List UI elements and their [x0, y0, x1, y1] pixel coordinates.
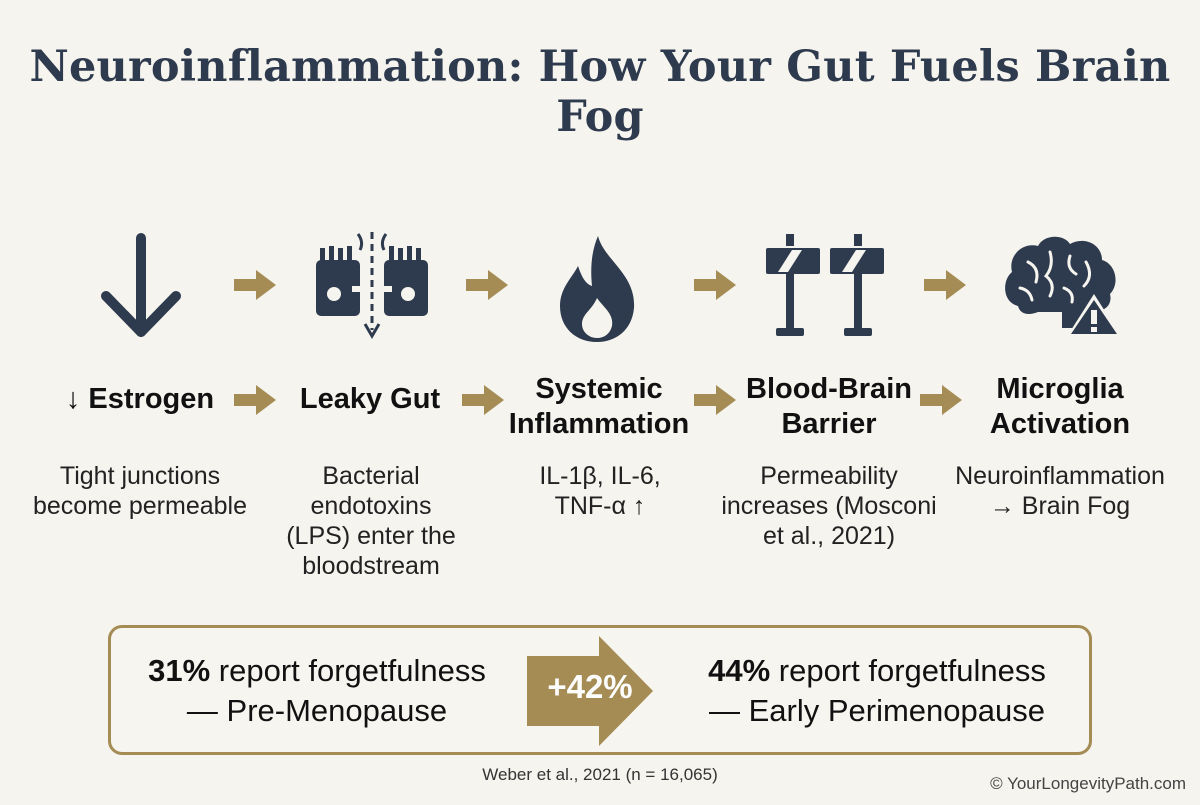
step-title-estrogen: ↓ Estrogen: [65, 383, 215, 415]
stat-pre-stage: — Pre-Menopause: [186, 693, 448, 728]
step-desc-blood-brain-barrier: Permeability increases (Mosconi et al., …: [721, 462, 937, 550]
flame-icon: [560, 236, 635, 342]
step-title-blood-brain-barrier: Blood-Brain Barrier: [746, 373, 912, 440]
down-arrow-icon: [101, 233, 181, 337]
copyright: © YourLongevityPath.com: [990, 774, 1186, 793]
connector-arrow-icon: [466, 270, 508, 300]
step-title-microglia-activation: Microglia Activation: [989, 373, 1131, 440]
connector-arrow-icon: [920, 385, 962, 415]
stat-peri-stage: — Early Perimenopause: [709, 693, 1045, 728]
stat-early-perimenopause: 44% report forgetfulness — Early Perimen…: [672, 651, 1082, 731]
step-desc-microglia-activation: Neuroinflammation → Brain Fog: [955, 462, 1165, 520]
page-title: Neuroinflammation: How Your Gut Fuels Br…: [29, 42, 1171, 142]
stat-pre-text: report forgetfulness: [218, 653, 486, 688]
increase-arrow-icon: [527, 636, 653, 746]
connector-arrow-icon: [462, 385, 504, 415]
step-desc-estrogen: Tight junctions become permeable: [32, 462, 247, 520]
leaky-gut-icon: [316, 232, 428, 339]
brain-warning-icon: [1005, 236, 1122, 338]
citation: Weber et al., 2021 (n = 16,065): [482, 765, 718, 784]
stat-peri-percent: 44%: [708, 653, 771, 688]
barrier-icon: [766, 234, 884, 336]
connector-arrow-icon: [234, 385, 276, 415]
increase-percent: +42%: [547, 668, 633, 705]
connector-arrow-icon: [694, 270, 736, 300]
connector-arrow-icon: [694, 385, 736, 415]
stat-peri-text: report forgetfulness: [778, 653, 1046, 688]
connector-arrow-icon: [234, 270, 276, 300]
step-title-systemic-inflammation: Systemic Inflammation: [508, 373, 690, 440]
connector-arrow-icon: [924, 270, 966, 300]
step-title-leaky-gut: Leaky Gut: [299, 383, 441, 415]
step-desc-systemic-inflammation: IL-1β, IL-6, TNF-α ↑: [539, 462, 661, 520]
stat-pre-percent: 31%: [148, 653, 211, 688]
step-desc-leaky-gut: Bacterial endotoxins (LPS) enter the blo…: [286, 462, 456, 580]
stat-pre-menopause: 31% report forgetfulness — Pre-Menopause: [120, 651, 514, 731]
